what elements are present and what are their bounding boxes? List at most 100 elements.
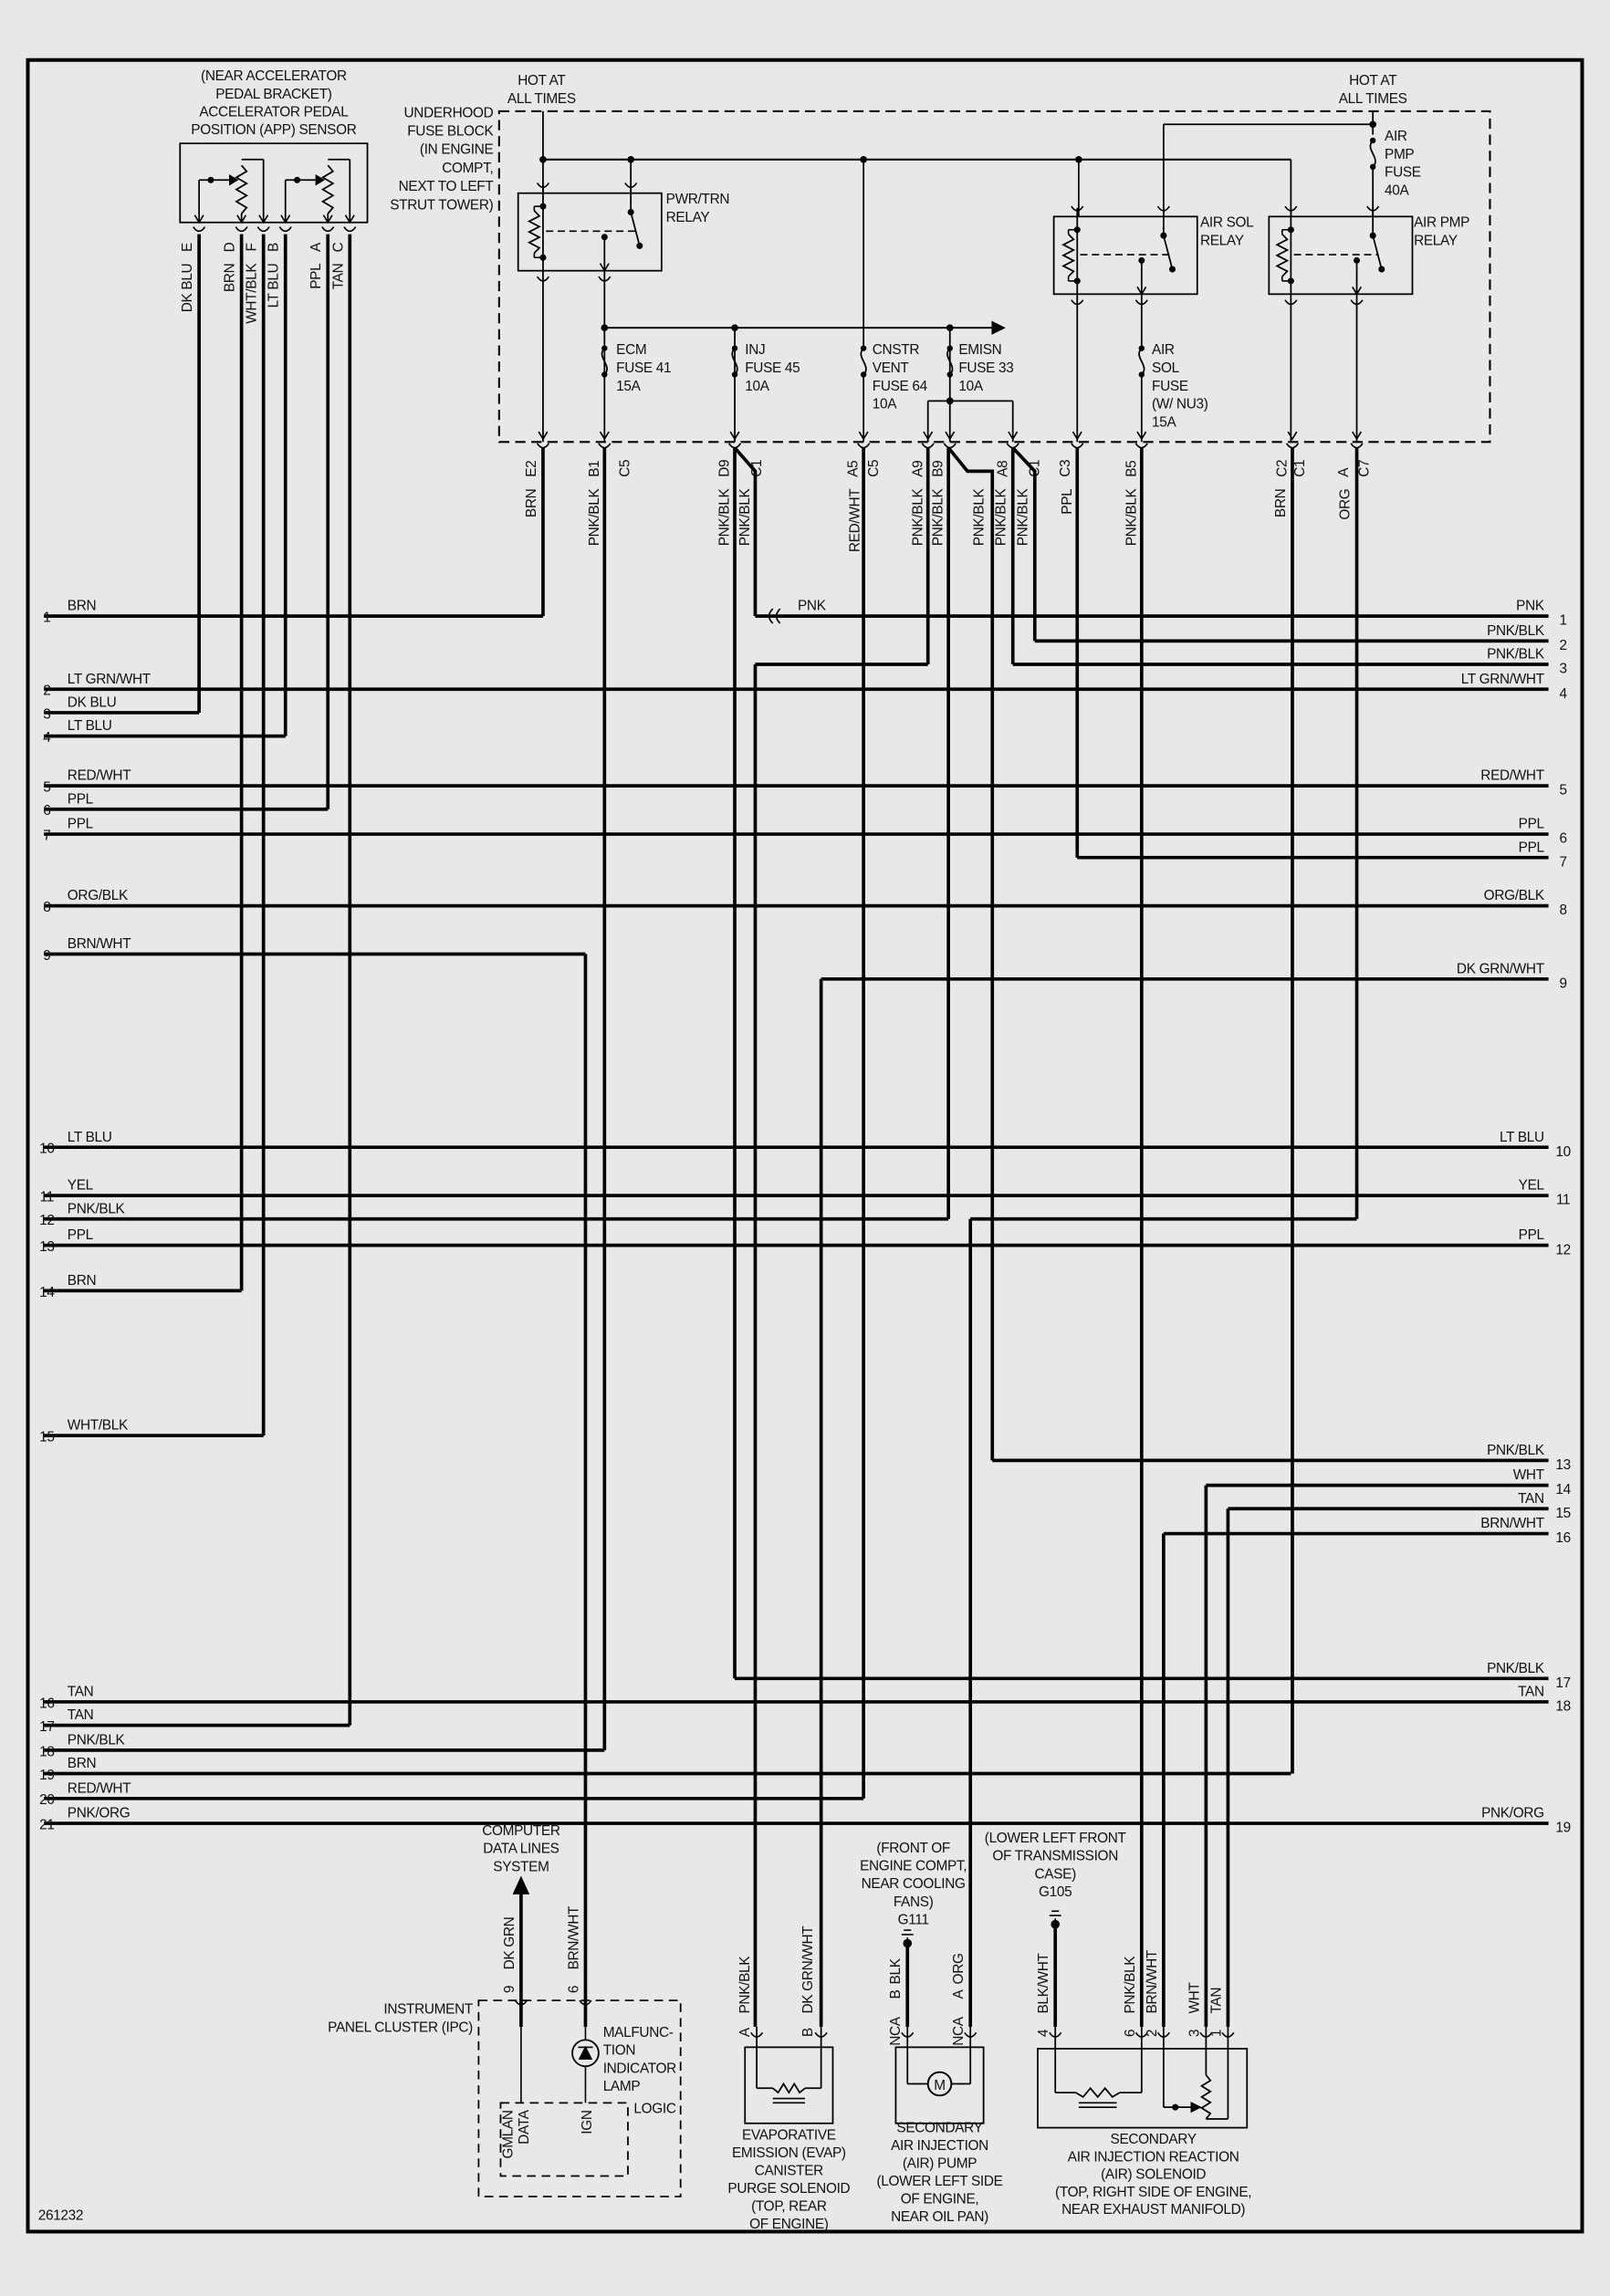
fuse-label: 10A <box>873 397 897 412</box>
ground-location-label: OF TRANSMISSION <box>992 1849 1118 1864</box>
evap-title: (TOP, REAR <box>751 2199 827 2215</box>
pin-label: F <box>245 243 260 251</box>
pin-label: A <box>1336 467 1352 477</box>
wire-color-label: PNK/ORG <box>68 1806 131 1821</box>
wire-color-label: YEL <box>68 1178 94 1194</box>
relay-label: RELAY <box>666 210 710 225</box>
diagram-number: 261232 <box>38 2208 83 2224</box>
coil-winding-icon <box>772 2082 806 2094</box>
evap-solenoid-box <box>744 2046 834 2124</box>
wire-color-label: PPL <box>1519 1227 1545 1243</box>
wire-color-label: PNK/BLK <box>737 488 753 547</box>
fuse-label: 15A <box>1152 415 1176 431</box>
wire-color-label: PPL <box>1060 488 1075 515</box>
wire-number: 13 <box>1555 1457 1570 1473</box>
connector-pin-icon <box>857 443 871 449</box>
wire-color-label: BRN/WHT <box>68 936 131 952</box>
wire-color-label: RED/WHT <box>68 768 131 784</box>
splice-dot <box>539 155 547 163</box>
wire-color-label: PNK/BLK <box>972 488 988 547</box>
air-pump-title: SECONDARY <box>896 2120 982 2135</box>
fuse-label: FUSE <box>1385 165 1421 181</box>
wire-number: 6 <box>43 803 50 819</box>
wire-color-label: BLK/WHT <box>1036 1952 1051 2013</box>
wire-color-label: LT BLU <box>68 1130 112 1145</box>
wire-color-label: BRN <box>223 264 238 293</box>
wire-number: 17 <box>1555 1675 1570 1691</box>
wire-color-label: PPL <box>68 1227 94 1243</box>
connector-pin-icon <box>1134 443 1148 449</box>
harness-wire <box>733 446 758 617</box>
ipc-title: INSTRUMENT <box>383 2002 474 2018</box>
arrow-icon <box>1072 431 1082 441</box>
splice-dot <box>1073 277 1081 285</box>
splice-dot <box>1287 226 1294 234</box>
wire-number: 11 <box>40 1190 54 1205</box>
app-sensor-title: (NEAR ACCELERATOR <box>201 68 347 84</box>
wire-number: 9 <box>1560 976 1567 991</box>
coil-icon <box>235 164 248 214</box>
coil-icon <box>1199 2074 1212 2120</box>
relay-label: PWR/TRN <box>666 192 730 207</box>
connector-pin-icon <box>727 443 742 449</box>
ground-location-label: ENGINE COMPT, <box>860 1859 967 1874</box>
wire-number: 14 <box>39 1285 55 1300</box>
wire-number: 2 <box>43 684 50 699</box>
fuse-icon <box>860 348 867 376</box>
wire-color-label: BRN <box>1273 489 1289 518</box>
wire-color-label: PNK/BLK <box>1487 647 1545 663</box>
splice-dot <box>1073 226 1081 234</box>
pin-label: B5 <box>1124 461 1139 477</box>
wire-number: 7 <box>43 828 50 843</box>
wire-color-label: PNK/BLK <box>994 488 1009 547</box>
pin-label: 6 <box>566 1986 581 1993</box>
connector-pin-icon <box>343 226 357 233</box>
motor-label: M <box>934 2078 946 2093</box>
splice-dot <box>294 176 301 183</box>
wire-color-label: BRN <box>68 1756 96 1771</box>
coil-icon <box>1061 233 1076 277</box>
arrow-icon <box>729 431 740 441</box>
evap-title: PURGE SOLENOID <box>727 2181 850 2197</box>
fuse-label: AIR <box>1152 342 1175 358</box>
splice-dot <box>903 1938 913 1948</box>
pin-label: D9 <box>717 460 733 477</box>
hot-at-all-times-label: ALL TIMES <box>507 91 576 107</box>
wire-color-label: PNK/BLK <box>587 488 602 547</box>
splice-dot <box>601 324 609 332</box>
pin-label: C5 <box>866 460 882 477</box>
wire-color-label: PNK/BLK <box>1016 488 1031 547</box>
air-solenoid-title: SECONDARY <box>1111 2132 1197 2147</box>
coil-icon <box>527 210 541 255</box>
wire-color-label: BRN <box>68 599 96 614</box>
relay-label: RELAY <box>1200 234 1244 249</box>
air-solenoid-title: (TOP, RIGHT SIDE OF ENGINE, <box>1055 2185 1251 2200</box>
arrow-icon <box>599 263 610 273</box>
air-pump-title: OF ENGINE, <box>901 2192 979 2207</box>
wire-color-label: WHT <box>1513 1467 1545 1483</box>
connector-pin-icon <box>278 226 292 233</box>
wire-number: 16 <box>39 1696 54 1711</box>
connector-pin-icon <box>235 226 248 233</box>
arrow-icon <box>991 320 1006 335</box>
wire-color-label: BRN/WHT <box>566 1905 581 1969</box>
wire-color-label: LT BLU <box>267 264 282 308</box>
wire-number: 6 <box>1560 831 1567 847</box>
arrow-icon <box>1136 431 1147 441</box>
ipc-title: PANEL CLUSTER (IPC) <box>328 2019 473 2035</box>
wire-color-label: PNK/BLK <box>931 488 946 547</box>
fuse-label: CNSTR <box>873 342 920 358</box>
wire-color-label: PNK/BLK <box>1487 1661 1545 1676</box>
app-sensor-title: ACCELERATOR PEDAL <box>199 104 349 120</box>
wire-number: 19 <box>1555 1821 1570 1836</box>
pin-label: B <box>267 243 282 252</box>
mil-label: INDICATOR <box>603 2061 676 2076</box>
ground-location-label: CASE) <box>1035 1866 1077 1882</box>
wire-color-label: PNK/BLK <box>1123 1956 1138 2014</box>
logic-pin-label: IGN <box>580 2110 595 2134</box>
mil-label: TION <box>603 2043 635 2059</box>
splice-dot <box>1378 266 1385 273</box>
wire-color-label: RED/WHT <box>1480 768 1544 784</box>
wire-color-label: YEL <box>1519 1178 1545 1194</box>
